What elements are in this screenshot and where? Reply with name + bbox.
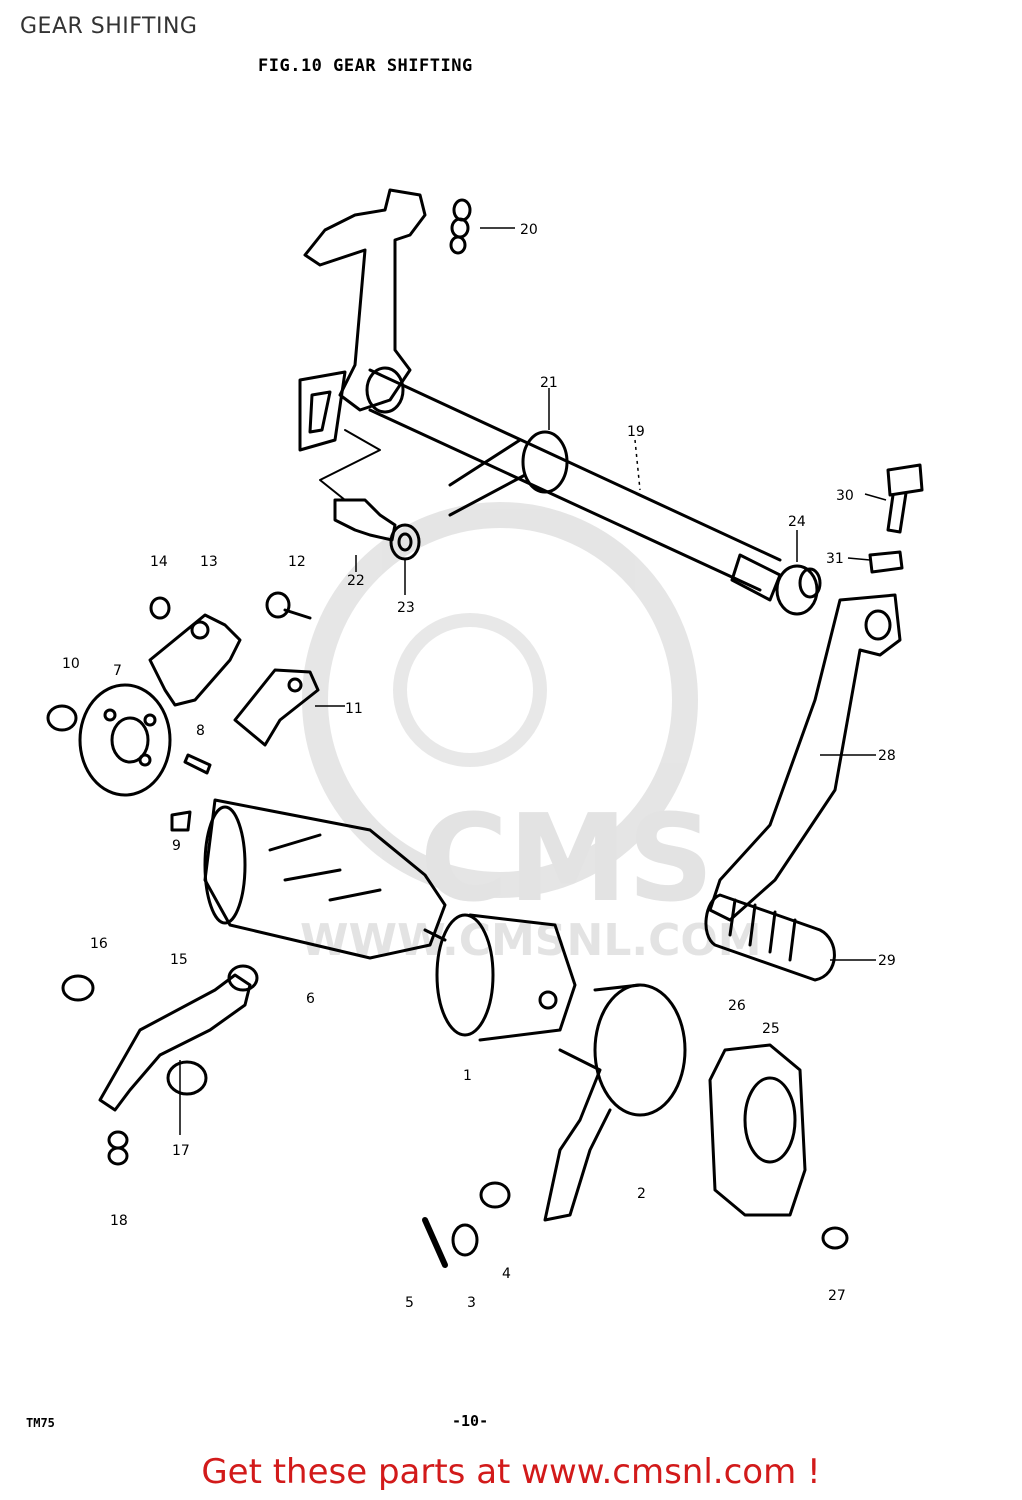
part-label: 17: [172, 1143, 190, 1159]
shift-fork-2: [543, 983, 687, 1222]
stopper-arm-15: [98, 964, 259, 1112]
shift-shaft-19: [365, 366, 782, 602]
guide-line-22: [319, 429, 381, 501]
part-label: 31: [826, 551, 844, 567]
bolt-30: [886, 463, 924, 534]
screw-27: [821, 1226, 849, 1250]
part-label: 29: [878, 953, 896, 969]
pin-5: [422, 1217, 448, 1268]
watermark-brand: CMS: [420, 790, 714, 929]
part-label: 5: [405, 1295, 414, 1311]
screw-9: [170, 810, 192, 832]
part-label: 9: [172, 838, 181, 854]
pedal-rubber-29: [704, 893, 836, 982]
part-label: 12: [288, 554, 306, 570]
part-label: 26: [728, 998, 746, 1014]
part-label: 10: [62, 656, 80, 672]
plate-13: [148, 613, 242, 707]
part-label: 15: [170, 952, 188, 968]
part-label: 18: [110, 1213, 128, 1229]
part-label: 21: [540, 375, 558, 391]
part-label: 8: [196, 723, 205, 739]
pin-8: [183, 753, 212, 775]
part-label: 23: [397, 600, 415, 616]
nut-14: [149, 596, 171, 620]
page-title: GEAR SHIFTING: [20, 14, 198, 39]
part-label: 14: [150, 554, 168, 570]
part-label: 11: [345, 701, 363, 717]
cta-link[interactable]: Get these parts at www.cmsnl.com !: [201, 1452, 821, 1492]
washer-23: [389, 523, 421, 561]
spring-20: [449, 198, 472, 255]
gear-shift-lever-28: [708, 593, 902, 922]
shift-drum-6: [203, 798, 447, 960]
cover-25: [708, 1043, 807, 1217]
cam-7: [78, 683, 172, 797]
watermark: CMS WWW.CMSNL.COM: [300, 502, 762, 966]
shift-arm: [298, 188, 427, 452]
washer-17: [166, 1060, 208, 1096]
part-label: 28: [878, 748, 896, 764]
part-label: 7: [113, 663, 122, 679]
part-label: 24: [788, 514, 806, 530]
part-labels: 1 2 3 4 5 6 7 8 9 10 11 12 13 14 15 16 1…: [62, 222, 896, 1311]
pawl-11: [233, 668, 320, 747]
model-code: TM75: [26, 1416, 55, 1430]
part-label: 6: [306, 991, 315, 1007]
part-label: 2: [637, 1186, 646, 1202]
part-label: 25: [762, 1021, 780, 1037]
bush-24: [775, 564, 822, 616]
roller-3: [451, 1181, 511, 1257]
part-label: 16: [90, 936, 108, 952]
part-label: 13: [200, 554, 218, 570]
part-label: 20: [520, 222, 538, 238]
part-label: 19: [627, 424, 645, 440]
part-label: 22: [347, 573, 365, 589]
bolt-16: [61, 974, 95, 1002]
part-label: 27: [828, 1288, 846, 1304]
shift-cylinder-1: [435, 913, 577, 1042]
part-label: 30: [836, 488, 854, 504]
part-label: 3: [467, 1295, 476, 1311]
bolt-22: [333, 498, 397, 542]
bolt-12: [265, 591, 312, 620]
spring-18: [107, 1130, 129, 1166]
part-label: 4: [502, 1266, 511, 1282]
figure-title: FIG.10 GEAR SHIFTING: [258, 56, 473, 76]
page-number: -10-: [452, 1412, 489, 1430]
bolt-10: [46, 704, 78, 732]
bolt-31: [868, 550, 904, 574]
part-label: 1: [463, 1068, 472, 1084]
